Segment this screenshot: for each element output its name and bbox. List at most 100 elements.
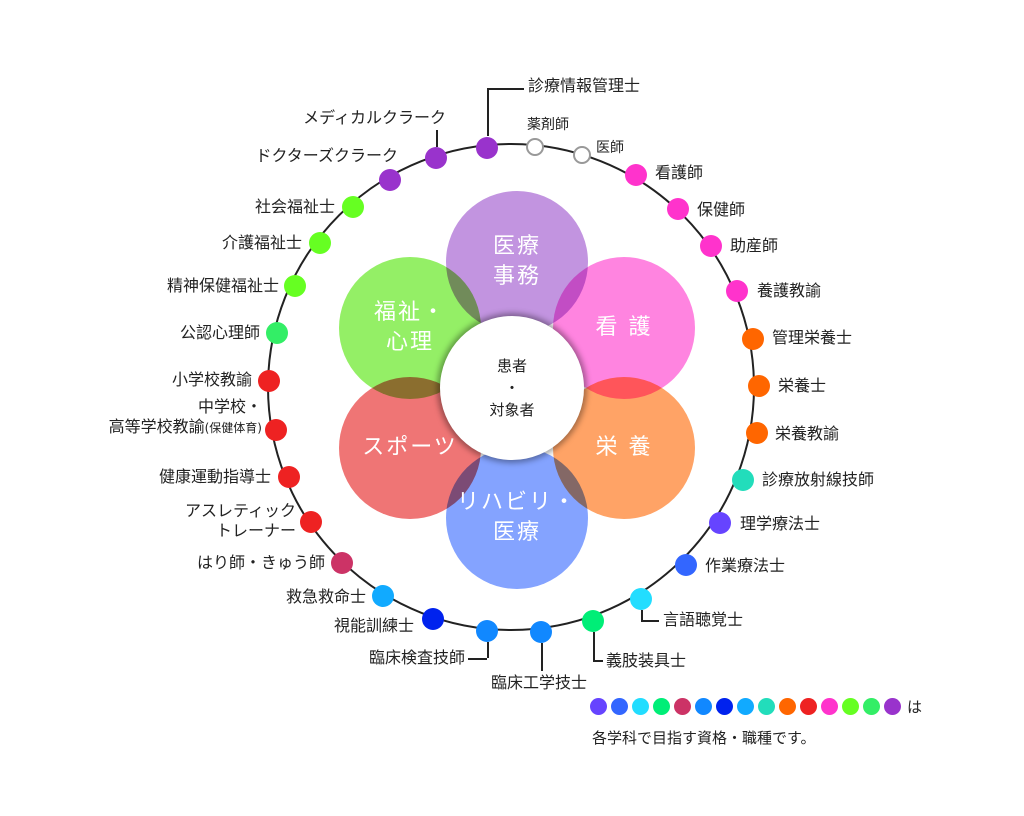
qualification-label: 栄養士 xyxy=(778,376,826,396)
qualification-dot xyxy=(667,198,689,220)
center-line-2: ・ xyxy=(504,379,520,397)
petal-label-kango: 看 護 xyxy=(596,313,653,343)
qualification-label: はり師・きゅう師 xyxy=(197,553,325,573)
qualification-label: 管理栄養士 xyxy=(772,328,852,348)
qualification-label: 社会福祉士 xyxy=(255,197,335,217)
label-line-1: 言語聴覚士 xyxy=(663,610,744,629)
label-line-1: 臨床工学技士 xyxy=(491,673,588,692)
qualification-dot xyxy=(526,138,544,156)
qualification-dot xyxy=(700,235,722,257)
legend-dot xyxy=(737,698,754,715)
center-circle: 患者 ・ 対象者 xyxy=(440,316,584,460)
label-line-1: 看護師 xyxy=(655,163,704,182)
qualification-dot xyxy=(379,169,401,191)
qualification-dot xyxy=(742,328,764,350)
qualification-dot xyxy=(425,147,447,169)
qualification-dot xyxy=(625,164,647,186)
petal-line: リハビリ・ xyxy=(456,490,578,515)
qualification-dot xyxy=(726,280,748,302)
qualification-label: 診療放射線技師 xyxy=(762,470,874,490)
label-line-1: 精神保健福祉士 xyxy=(166,276,279,295)
label-line-1: 理学療法士 xyxy=(740,514,821,533)
label-line-1: 栄養士 xyxy=(778,376,827,395)
legend-dot xyxy=(863,698,880,715)
qualification-dot xyxy=(284,275,306,297)
petal-label-fukushi: 福祉・心理 xyxy=(374,298,446,358)
leader-line xyxy=(487,642,489,658)
petal-line: スポーツ xyxy=(362,435,458,460)
qualification-dot xyxy=(709,512,731,534)
qualification-dot xyxy=(573,146,591,164)
label-line-1: アスレティック xyxy=(184,501,296,520)
qualification-dot xyxy=(300,511,322,533)
center-line-1: 患者 xyxy=(496,357,527,375)
legend-dot xyxy=(695,698,712,715)
legend-text: 各学科で目指す資格・職種です。 xyxy=(592,729,816,747)
legend-dot xyxy=(716,698,733,715)
label-line-1: メディカルクラーク xyxy=(303,108,446,127)
label-line-1: 診療放射線技師 xyxy=(762,470,875,489)
label-line-1: 救急救命士 xyxy=(285,587,366,606)
qualification-label: 栄養教諭 xyxy=(775,424,839,444)
label-line-1: 小学校教諭 xyxy=(171,370,252,389)
qualification-dot xyxy=(422,608,444,630)
qualification-label: 視能訓練士 xyxy=(334,616,414,636)
leader-line xyxy=(541,643,543,671)
qualification-dot xyxy=(476,137,498,159)
qualification-label: 小学校教諭 xyxy=(172,370,252,390)
qualification-dot xyxy=(530,621,552,643)
label-line-1: 視能訓練士 xyxy=(333,616,414,635)
qualification-label: 介護福祉士 xyxy=(222,233,302,253)
leader-line xyxy=(436,130,438,147)
label-line-1: 薬剤師 xyxy=(527,117,569,133)
qualification-label: 保健師 xyxy=(697,200,745,220)
legend-dot xyxy=(884,698,901,715)
qualification-dot xyxy=(309,232,331,254)
legend-dot xyxy=(653,698,670,715)
qualification-dot xyxy=(630,588,652,610)
legend-dot xyxy=(758,698,775,715)
qualification-dot xyxy=(732,469,754,491)
qualification-dot xyxy=(372,585,394,607)
label-line-1: 診療情報管理士 xyxy=(528,76,641,95)
petal-line: 事務 xyxy=(492,264,542,289)
qualification-label: 臨床検査技師 xyxy=(369,648,465,668)
legend-dot xyxy=(779,698,796,715)
leader-line xyxy=(468,658,487,660)
label-line-2-text: トレーナー xyxy=(215,521,296,540)
label-line-1: 介護福祉士 xyxy=(221,233,302,252)
qualification-label: 言語聴覚士 xyxy=(663,610,743,630)
legend-suffix: は xyxy=(907,698,923,716)
qualification-dot xyxy=(582,610,604,632)
petal-line: 福祉・ xyxy=(373,300,447,325)
qualification-label: 義肢装具士 xyxy=(606,651,686,671)
legend-dot xyxy=(842,698,859,715)
qualification-label: 看護師 xyxy=(655,163,703,183)
label-line-2-sub: (保健体育) xyxy=(204,421,262,435)
petal-label-rehab: リハビリ・医療 xyxy=(457,488,577,548)
leader-line xyxy=(593,660,603,662)
qualification-label: 養護教諭 xyxy=(757,281,821,301)
qualification-label: 臨床工学技士 xyxy=(491,673,587,693)
legend-dot xyxy=(611,698,628,715)
label-line-1: ドクターズクラーク xyxy=(255,146,398,165)
petal-label-eiyo: 栄 養 xyxy=(596,433,653,463)
qualification-label: アスレティックトレーナー xyxy=(185,501,296,541)
qualification-dot xyxy=(266,322,288,344)
label-line-1: 保健師 xyxy=(697,200,746,219)
label-line-1: 養護教諭 xyxy=(757,281,822,300)
leader-line xyxy=(487,88,489,136)
center-line-3: 対象者 xyxy=(489,401,535,419)
qualification-label: 作業療法士 xyxy=(705,556,785,576)
leader-line xyxy=(593,632,595,660)
qualification-dot xyxy=(265,419,287,441)
legend-dot xyxy=(800,698,817,715)
qualification-label: 精神保健福祉士 xyxy=(167,276,279,296)
label-line-2: トレーナー xyxy=(185,521,296,541)
petal-label-iryo-jimu: 医療事務 xyxy=(493,232,541,292)
qualification-label: 理学療法士 xyxy=(740,514,820,534)
petal-line: 医療 xyxy=(492,234,542,259)
label-line-1: はり師・きゅう師 xyxy=(196,553,325,572)
label-line-1: 助産師 xyxy=(730,236,779,255)
